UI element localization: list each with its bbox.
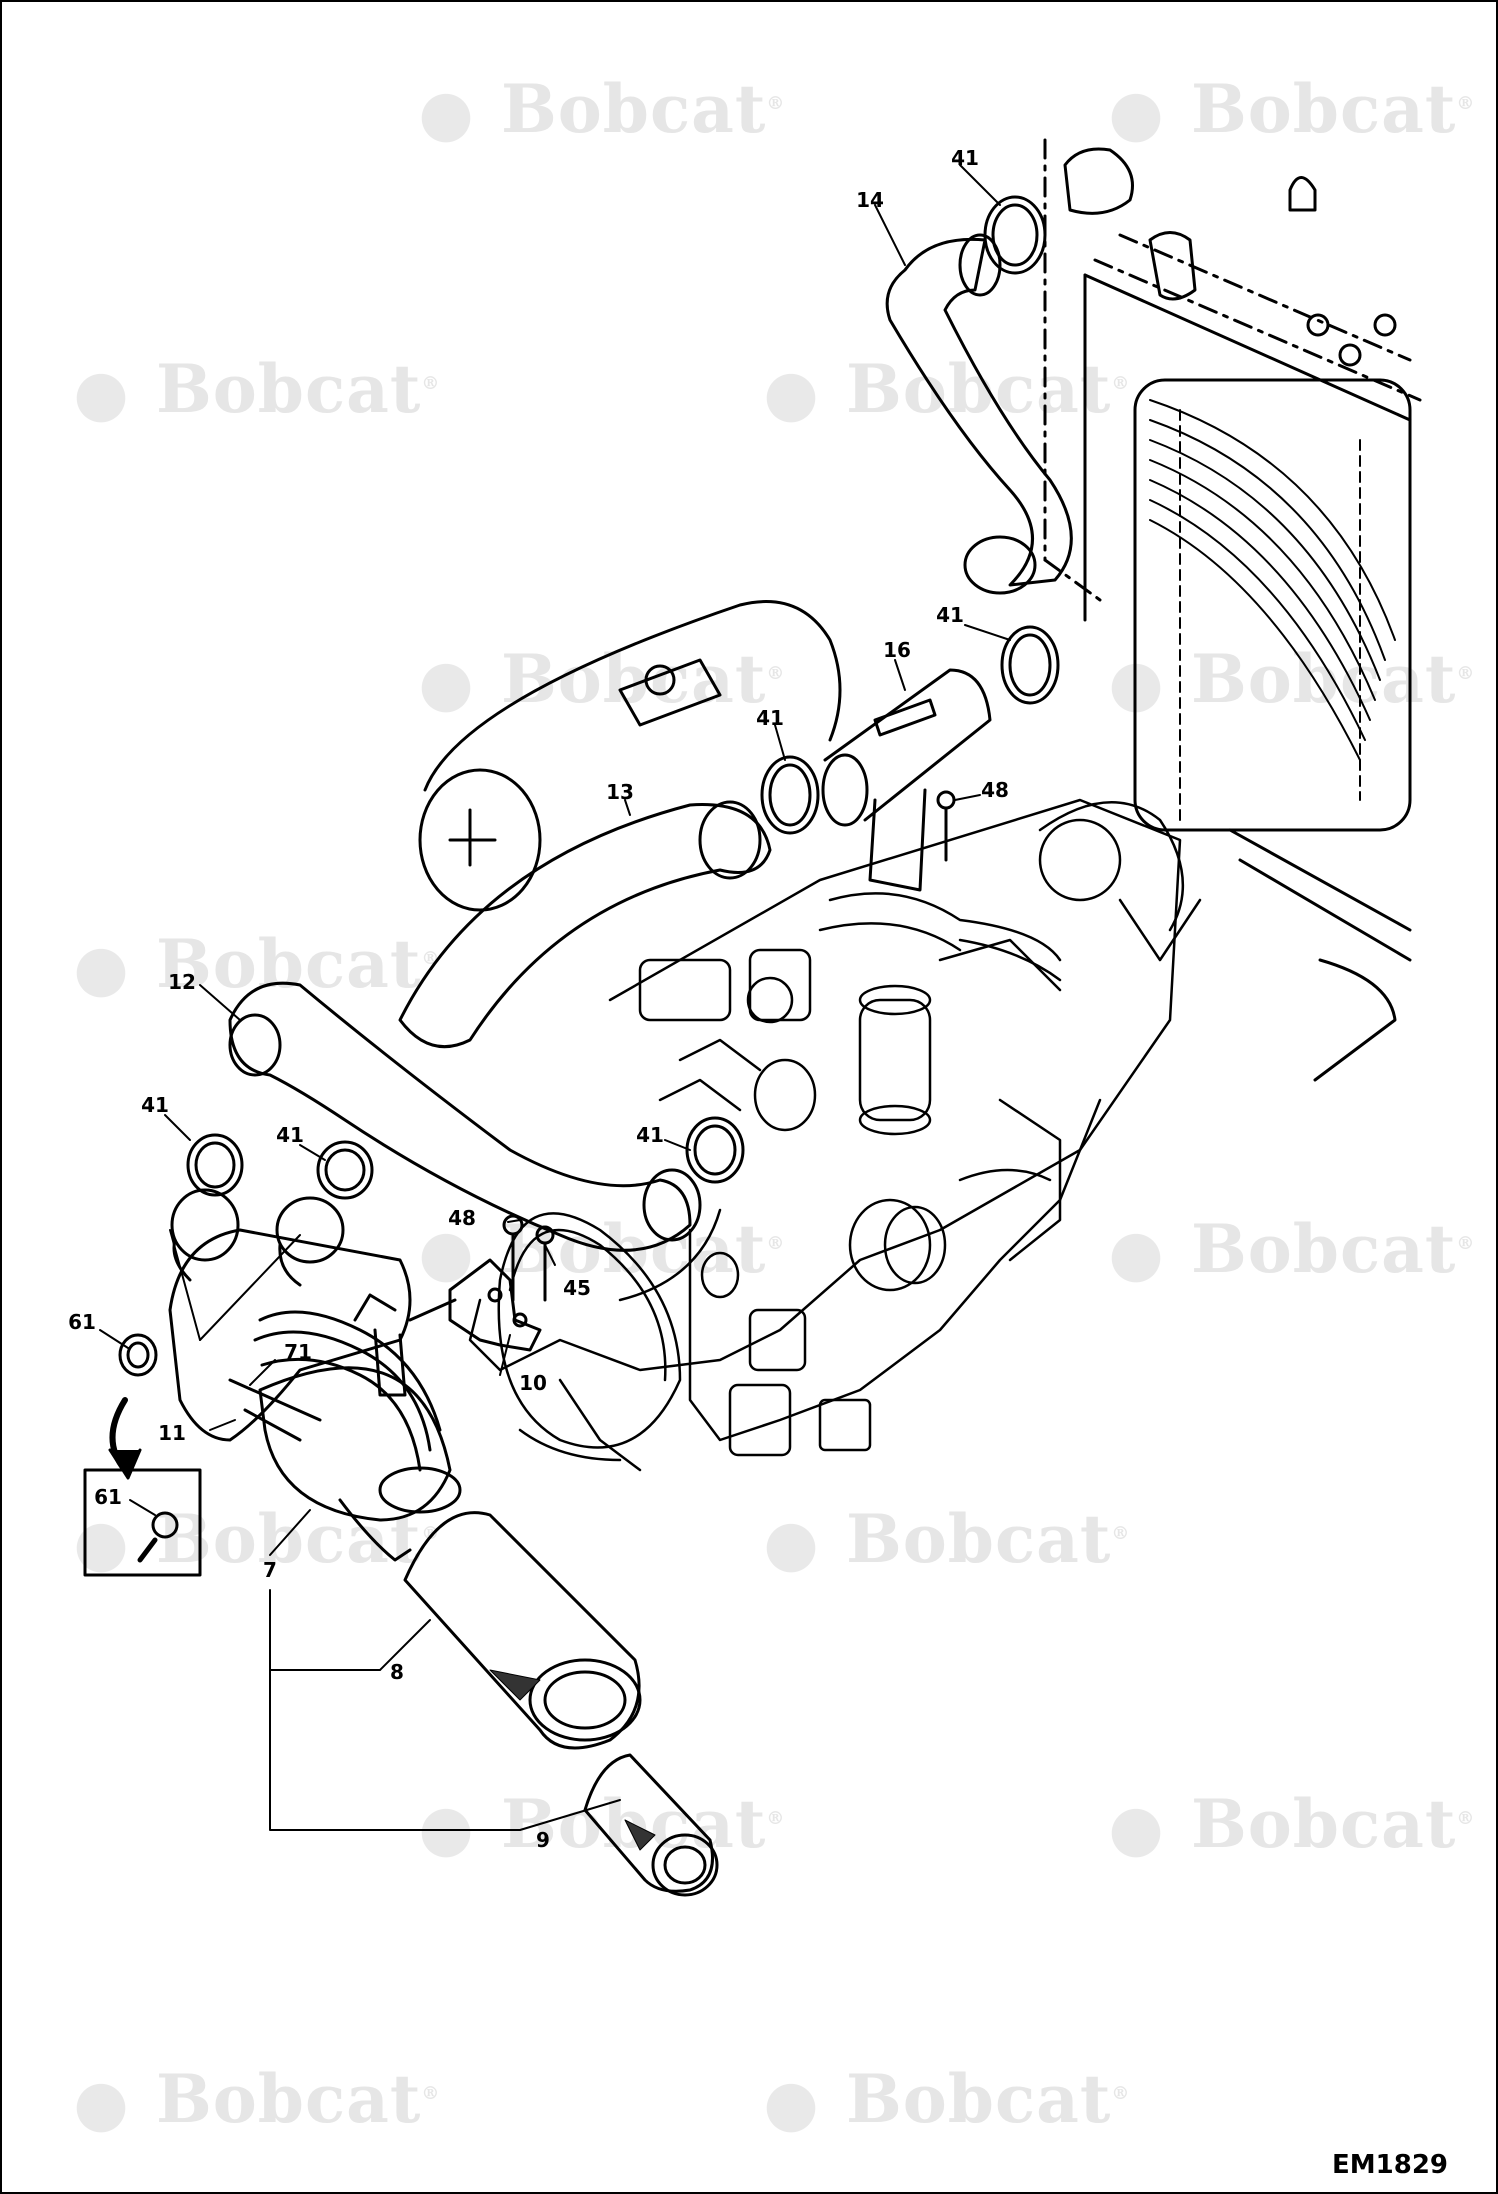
clamp-41-b: [1000, 625, 1060, 705]
watermark: Bobcat®: [1095, 70, 1475, 148]
callout-41: 41: [936, 603, 964, 627]
callout-10: 10: [519, 1371, 547, 1395]
bobcat-logo-icon: [750, 1514, 832, 1576]
muffler: [418, 600, 842, 912]
callout-61: 61: [68, 1310, 96, 1334]
hose-14: [885, 233, 1073, 595]
callout-48: 48: [981, 778, 1009, 802]
callout-12: 12: [168, 970, 196, 994]
clamp-41-d: [186, 1133, 244, 1197]
bobcat-logo-icon: [1095, 1799, 1177, 1861]
inlet-elbow-a: [170, 1188, 240, 1262]
air-cleaner-housing: [168, 1228, 462, 1562]
watermark: Bobcat®: [60, 925, 440, 1003]
callout-48: 48: [448, 1206, 476, 1230]
filter-element-8: [403, 1511, 642, 1750]
callout-71: 71: [284, 1340, 312, 1364]
filter-element-9: [583, 1753, 719, 1897]
callout-45: 45: [563, 1276, 591, 1300]
drawing-code: EM1829: [1332, 2150, 1448, 2180]
callout-41: 41: [951, 146, 979, 170]
bracket-10: [408, 1258, 542, 1352]
callout-41: 41: [636, 1123, 664, 1147]
bolt-48-top: [936, 790, 956, 810]
clamp-41-f: [685, 1116, 745, 1184]
bobcat-logo-icon: [60, 2074, 142, 2136]
callout-16: 16: [883, 638, 911, 662]
valve-61: [118, 1333, 158, 1377]
clamp-41-e: [316, 1140, 374, 1200]
hose-16: [821, 668, 992, 892]
callout-14: 14: [856, 188, 884, 212]
radiator-inlet: [1063, 147, 1134, 215]
hose-12: [228, 981, 702, 1252]
leader-lines: [99, 164, 1011, 1831]
watermark: Bobcat®: [60, 2060, 440, 2138]
bobcat-logo-icon: [750, 364, 832, 426]
callout-11: 11: [158, 1421, 186, 1445]
watermark: Bobcat®: [750, 350, 1130, 428]
callout-61: 61: [94, 1485, 122, 1509]
callout-41: 41: [276, 1123, 304, 1147]
bobcat-logo-icon: [405, 84, 487, 146]
bobcat-logo-icon: [405, 1224, 487, 1286]
clamp-41-top: [983, 195, 1047, 275]
radiator: [1043, 138, 1422, 1082]
bobcat-logo-icon: [750, 2074, 832, 2136]
watermark: Bobcat®: [750, 1500, 1130, 1578]
bolt-48: [502, 1214, 524, 1236]
callout-41: 41: [756, 706, 784, 730]
watermark: Bobcat®: [405, 70, 785, 148]
bobcat-logo-icon: [60, 939, 142, 1001]
watermark: Bobcat®: [1095, 1785, 1475, 1863]
watermark: Bobcat®: [1095, 1210, 1475, 1288]
bobcat-logo-icon: [60, 1514, 142, 1576]
callout-9: 9: [536, 1828, 550, 1852]
callout-8: 8: [390, 1660, 404, 1684]
engine: [468, 798, 1202, 1472]
callout-7: 7: [263, 1558, 277, 1582]
watermark: Bobcat®: [405, 640, 785, 718]
hose-13: [398, 800, 772, 1049]
watermark: Bobcat®: [750, 2060, 1130, 2138]
callout-41: 41: [141, 1093, 169, 1117]
clamp-41-c: [760, 755, 820, 835]
bobcat-logo-icon: [60, 364, 142, 426]
valve-detail-icon: [151, 1511, 179, 1539]
inlet-elbow-b: [275, 1196, 345, 1264]
bobcat-logo-icon: [1095, 1224, 1177, 1286]
bobcat-logo-icon: [405, 654, 487, 716]
callout-13: 13: [606, 780, 634, 804]
watermark: Bobcat®: [60, 350, 440, 428]
detail-box: [83, 1468, 202, 1577]
bobcat-logo-icon: [1095, 84, 1177, 146]
